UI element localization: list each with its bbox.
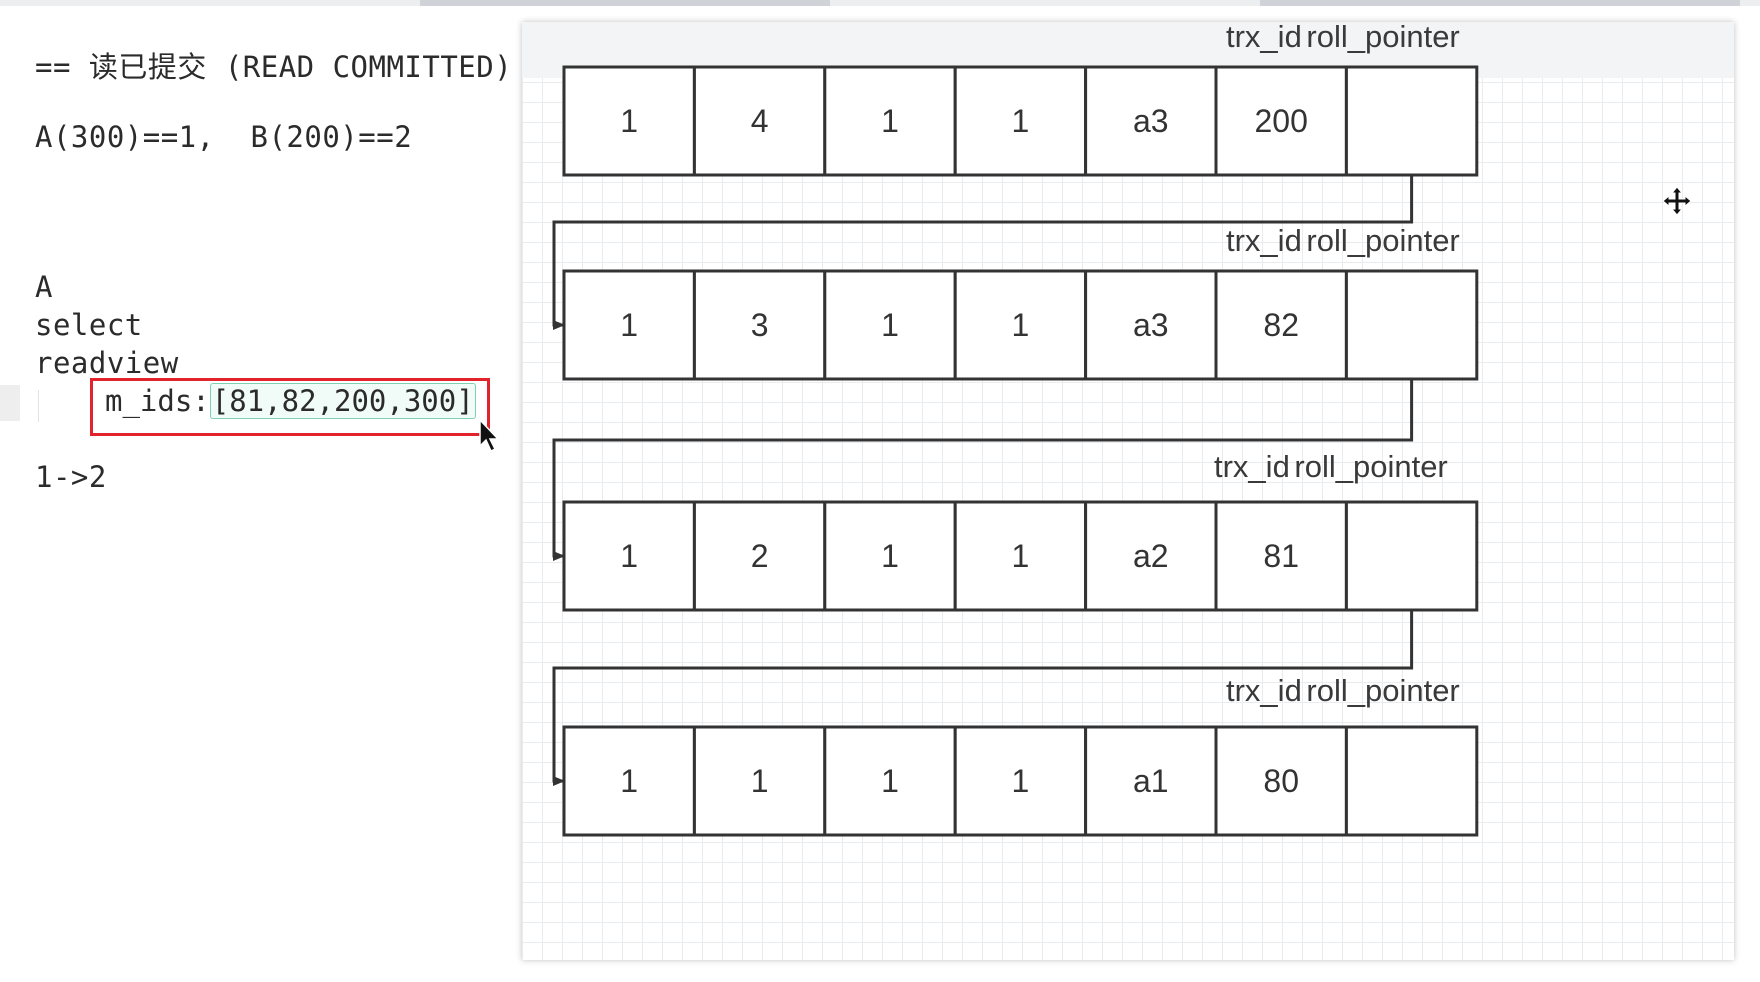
tab-strip-left — [420, 0, 830, 6]
record-cell — [823, 269, 957, 381]
record-cell — [823, 65, 957, 177]
notes-title: == 读已提交 (READ COMMITTED) — [35, 50, 513, 84]
current-line-gutter — [0, 385, 20, 421]
cell-value: 81 — [1263, 538, 1299, 574]
notes-stmt: select — [35, 308, 143, 342]
move-cursor-icon — [1662, 186, 1692, 216]
record-cell — [1084, 269, 1218, 381]
cell-value: 1 — [1012, 763, 1030, 799]
record-cell — [953, 725, 1088, 837]
cell-value: 1 — [881, 103, 899, 139]
cell-value: 1 — [881, 538, 899, 574]
record-cell — [1344, 65, 1479, 177]
window-top-bar — [0, 0, 1760, 6]
indent-guide — [38, 390, 39, 422]
cell-value: 1 — [1012, 538, 1030, 574]
roll-pointer-label: roll_pointer — [1306, 22, 1459, 54]
notes-values: A(300)==1, B(200)==2 — [35, 120, 413, 154]
cell-value: 1 — [1012, 103, 1030, 139]
cell-value: 4 — [751, 103, 769, 139]
cell-value: 200 — [1255, 103, 1308, 139]
roll-pointer-arrow-3 — [552, 610, 1414, 786]
trx-id-label: trx_id — [1226, 22, 1302, 54]
record-cell — [562, 269, 696, 381]
notes-change: 1->2 — [35, 460, 107, 494]
mids-line: m_ids:[81,82,200,300] — [105, 383, 476, 419]
cell-value: 82 — [1263, 307, 1299, 343]
roll-pointer-arrow-1 — [552, 175, 1414, 330]
cell-value: a2 — [1133, 538, 1169, 574]
red-highlight-box — [90, 378, 490, 436]
record-cell — [1344, 269, 1479, 381]
record-cell — [1084, 65, 1218, 177]
mouse-pointer-icon — [479, 418, 500, 453]
record-cell — [953, 269, 1088, 381]
record-cell — [1084, 500, 1218, 612]
cell-value: 3 — [751, 307, 769, 343]
mids-label: m_ids: — [105, 384, 210, 418]
trx-id-label: trx_id — [1214, 449, 1290, 484]
record-cell — [823, 500, 957, 612]
record-cell — [1344, 725, 1479, 837]
trx-id-label: trx_id — [1226, 673, 1302, 708]
record-cell — [692, 500, 827, 612]
roll-pointer-label: roll_pointer — [1306, 673, 1459, 708]
cell-value: 1 — [1012, 307, 1030, 343]
cell-value: a1 — [1133, 763, 1169, 799]
record-cell — [1214, 725, 1348, 837]
record-cell — [562, 725, 696, 837]
roll-pointer-arrow-2 — [552, 379, 1414, 561]
record-cell — [1214, 65, 1348, 177]
tab-strip-right — [1260, 0, 1740, 6]
record-cell — [953, 500, 1088, 612]
cell-value: 1 — [620, 538, 638, 574]
mids-value[interactable]: [81,82,200,300] — [209, 383, 476, 419]
trx-id-label: trx_id — [1226, 223, 1302, 258]
record-cell — [953, 65, 1088, 177]
cell-value: a3 — [1133, 307, 1169, 343]
record-cell — [1344, 500, 1479, 612]
notes-txn: A — [35, 270, 53, 304]
cell-value: 2 — [751, 538, 769, 574]
roll-pointer-label: roll_pointer — [1306, 223, 1459, 258]
cell-value: 1 — [620, 307, 638, 343]
record-cell — [692, 725, 827, 837]
cell-value: 1 — [881, 307, 899, 343]
cell-value: 80 — [1263, 763, 1299, 799]
notes-editor[interactable]: == 读已提交 (READ COMMITTED) A(300)==1, B(20… — [0, 0, 520, 982]
cell-value: 1 — [620, 763, 638, 799]
cell-value: 1 — [751, 763, 769, 799]
cell-value: a3 — [1133, 103, 1169, 139]
cell-value: 1 — [620, 103, 638, 139]
record-cell — [1214, 500, 1348, 612]
notes-readview: readview — [35, 346, 179, 380]
roll-pointer-label: roll_pointer — [1294, 449, 1447, 484]
record-cell — [692, 65, 827, 177]
cell-value: 1 — [881, 763, 899, 799]
